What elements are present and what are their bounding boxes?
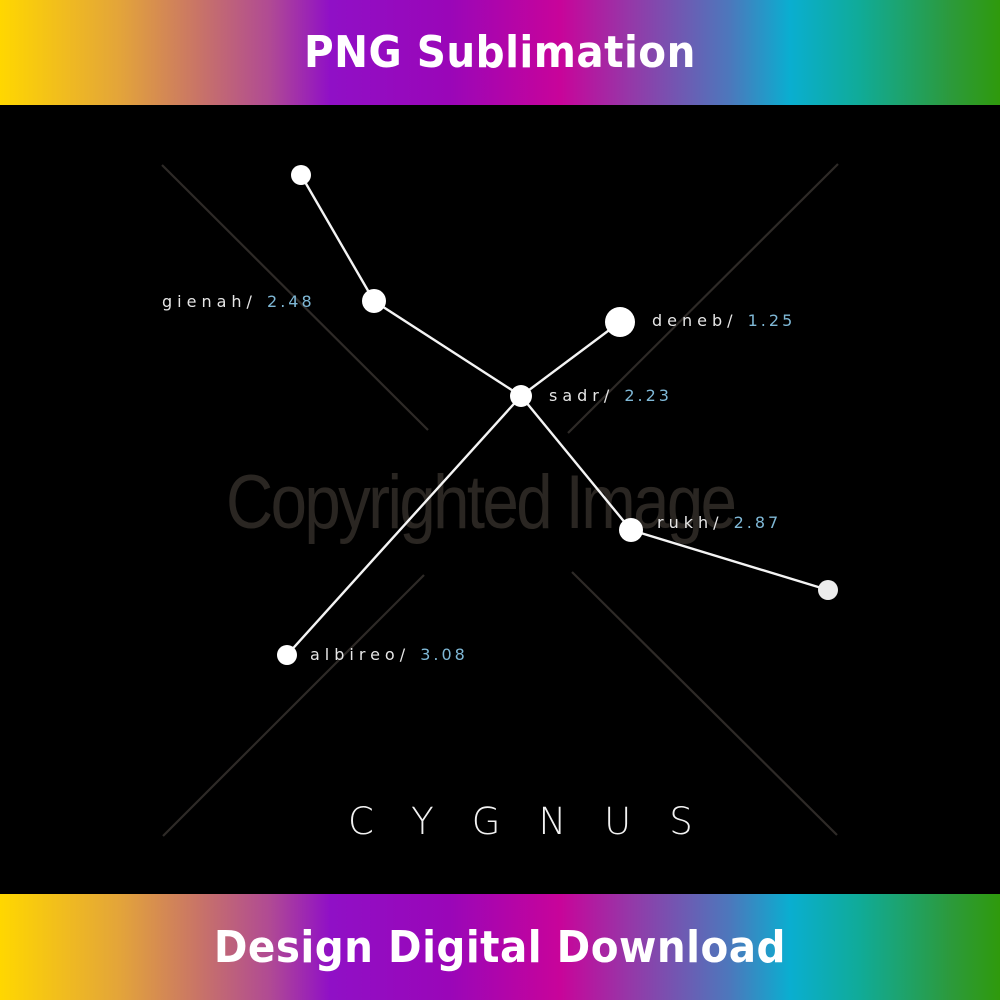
star-rukh-icon (619, 518, 643, 542)
label-gienah: gienah/ 2.48 (162, 292, 315, 312)
star-name: gienah (162, 292, 247, 311)
bottom-banner-text: Design Digital Download (213, 921, 787, 973)
label-rukh: rukh/ 2.87 (657, 513, 781, 533)
top-banner-text: PNG Sublimation (304, 27, 696, 78)
label-deneb: deneb/ 1.25 (652, 311, 795, 331)
frame-line-bottom-right (571, 571, 838, 836)
star-deneb-icon (605, 307, 635, 337)
top-banner: PNG Sublimation (0, 0, 1000, 105)
star-name: albireo (310, 645, 400, 664)
separator: / (603, 386, 625, 405)
constellation-lines (286, 174, 829, 656)
watermark-text: Copyrighted Image (226, 460, 737, 545)
bottom-banner: Design Digital Download (0, 894, 1000, 1000)
star-magnitude: 1.25 (747, 311, 796, 330)
star-name: rukh (657, 513, 714, 532)
artwork-panel (0, 105, 1000, 894)
separator: / (399, 645, 421, 664)
star-magnitude: 2.87 (733, 513, 782, 532)
line-gienah-sadr (373, 299, 522, 398)
line-sadr-albireo (286, 395, 522, 656)
star-magnitude: 3.08 (420, 645, 468, 664)
frame-line-bottom-left (162, 574, 425, 837)
star-rukh-tip-icon (818, 580, 838, 600)
frame-line-top-right (567, 163, 839, 434)
star-name: deneb (652, 311, 728, 330)
separator: / (727, 311, 748, 330)
star-magnitude: 2.23 (624, 386, 672, 405)
separator: / (713, 513, 734, 532)
star-albireo-icon (277, 645, 297, 665)
stars (277, 165, 838, 665)
frame-line-top-left (161, 164, 429, 431)
star-magnitude: 2.48 (267, 292, 315, 311)
star-gienah-tip-icon (291, 165, 311, 185)
separator: / (246, 292, 268, 311)
label-albireo: albireo/ 3.08 (310, 645, 468, 665)
line-sadr-rukh (520, 395, 632, 531)
frame-diagonals (161, 163, 839, 837)
star-sadr-icon (510, 385, 532, 407)
label-sadr: sadr/ 2.23 (549, 386, 672, 406)
constellation-title: CYGNUS (348, 800, 731, 843)
line-sadr-deneb (520, 321, 621, 397)
star-name: sadr (549, 386, 604, 405)
line-tip-gienah (299, 174, 376, 302)
line-rukh-tip (630, 528, 829, 592)
star-gienah-icon (362, 289, 386, 313)
